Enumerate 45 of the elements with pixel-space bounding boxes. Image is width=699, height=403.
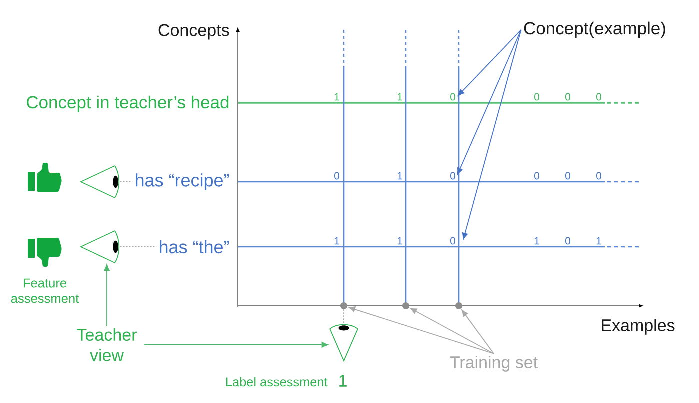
arrow	[104, 264, 110, 327]
value-label: 1	[534, 237, 540, 245]
feature-label: has “recipe”	[136, 174, 230, 190]
axis-dot	[402, 302, 410, 310]
value-label: 1	[334, 237, 340, 245]
leader-arrow	[462, 30, 522, 240]
eye-icon	[330, 324, 358, 362]
callout-label: Teacher view	[77, 328, 137, 362]
leader-arrow	[458, 30, 522, 96]
callout-label: Concept(example)	[524, 22, 666, 38]
value-label: 1	[398, 237, 402, 245]
value-label: 0	[566, 237, 570, 245]
feature-label: has “the”	[160, 240, 230, 254]
leader-arrow	[462, 310, 494, 354]
axis-label: Concepts	[158, 24, 230, 40]
value-label: 0	[534, 93, 540, 101]
arrow	[144, 342, 329, 348]
value-label: 0	[450, 172, 456, 180]
value-label: 1	[334, 93, 340, 101]
axis-label: Examples	[602, 319, 675, 335]
eye-icon	[80, 230, 120, 264]
score-number: 1	[340, 375, 347, 387]
eye-icon	[80, 166, 120, 198]
value-label: 0	[566, 93, 570, 101]
leader-arrow	[348, 306, 494, 354]
assessment-label: Feature assessment	[11, 278, 80, 304]
value-label: 0	[334, 172, 340, 180]
value-label: 0	[450, 93, 456, 101]
dotted-line	[120, 246, 158, 248]
value-label: 1	[398, 172, 402, 180]
dotted-line	[120, 181, 134, 182]
line-label: Concept in teacher’s head	[27, 96, 229, 112]
value-label: 0	[596, 93, 602, 101]
leader-arrow	[410, 308, 494, 354]
value-label: 1	[596, 237, 602, 245]
value-label: 0	[450, 237, 456, 245]
callout-label: Training set	[450, 356, 538, 372]
leader-arrow	[457, 30, 522, 175]
value-label: 0	[566, 172, 570, 180]
value-label: 1	[398, 93, 402, 101]
value-label: 0	[534, 172, 540, 180]
value-label: 0	[596, 172, 602, 180]
axis-dot	[456, 302, 462, 310]
axis-dot	[340, 302, 348, 310]
assessment-label: Label assessment	[226, 377, 328, 387]
